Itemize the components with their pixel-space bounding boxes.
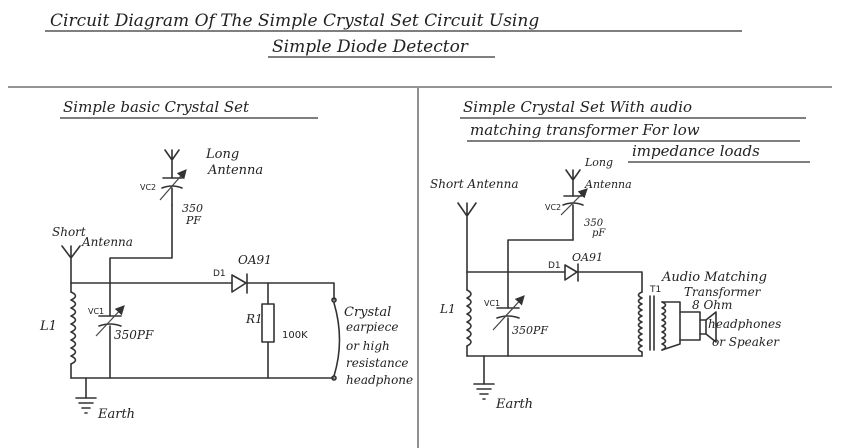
left-long-antenna-label-2: Antenna — [207, 163, 263, 178]
transformer-t1-icon — [637, 291, 667, 357]
left-heading: Simple basic Crystal Set — [63, 98, 250, 116]
right-output-note-1: headphones — [708, 317, 781, 331]
resistor-r1-icon — [261, 303, 275, 343]
right-vc2-label: VC2 — [545, 203, 561, 212]
left-vc2-value-1: 350 — [182, 202, 203, 215]
right-l1-label: L1 — [439, 302, 456, 316]
right-transformer-note-3: 8 Ohm — [692, 298, 732, 312]
right-vc2-value-1: 350 — [584, 218, 604, 229]
long-antenna-icon — [565, 169, 581, 197]
left-output-note-2: earpiece — [346, 320, 398, 334]
inductor-l1-icon — [70, 282, 77, 379]
right-diode-type: OA91 — [572, 251, 603, 264]
right-t1-label: T1 — [649, 285, 661, 295]
left-short-antenna-label-1: Short — [52, 225, 86, 239]
right-heading-3: impedance loads — [632, 142, 760, 160]
diode-d1-icon — [231, 273, 248, 294]
title-line-2: Simple Diode Detector — [272, 37, 469, 57]
diode-d1-icon — [564, 263, 579, 282]
right-short-antenna-label: Short Antenna — [430, 177, 518, 191]
short-antenna-icon — [61, 245, 81, 284]
right-heading-2: matching transformer For low — [470, 121, 700, 139]
right-long-antenna-label-1: Long — [584, 156, 613, 169]
left-r1-value: 100K — [282, 330, 308, 341]
variable-capacitor-vc2-icon — [159, 169, 187, 206]
left-vc2-value-2: PF — [185, 214, 201, 227]
left-output-note-5: headphone — [346, 373, 413, 387]
left-long-antenna-label-1: Long — [205, 147, 239, 162]
variable-capacitor-vc2-icon — [560, 188, 588, 241]
left-vc2-label: VC2 — [140, 183, 156, 192]
left-output-note-1: Crystal — [344, 305, 391, 320]
earpiece-icon — [331, 297, 341, 381]
right-output-note-2: or Speaker — [712, 335, 780, 349]
right-circuit: Simple Crystal Set With audio matching t… — [430, 98, 810, 412]
left-vc1-label: VC1 — [88, 307, 104, 316]
right-vc1-label: VC1 — [484, 299, 500, 308]
left-diode-type: OA91 — [238, 253, 272, 267]
title-line-1: Circuit Diagram Of The Simple Crystal Se… — [50, 11, 539, 31]
earth-ground-icon — [75, 377, 97, 414]
inductor-l1-icon — [466, 271, 472, 357]
earth-ground-icon — [473, 355, 495, 400]
right-vc1-value: 350PF — [512, 324, 548, 337]
short-antenna-icon — [457, 202, 477, 273]
left-diode-ref: D1 — [213, 269, 226, 279]
variable-capacitor-vc1-icon — [492, 295, 525, 331]
left-output-note-3: or high — [346, 339, 390, 353]
right-long-antenna-label-2: Antenna — [584, 178, 632, 191]
left-l1-label: L1 — [39, 319, 57, 334]
title-block: Circuit Diagram Of The Simple Crystal Se… — [45, 11, 742, 58]
right-transformer-note-1: Audio Matching — [661, 270, 767, 285]
left-r1-label: R1 — [245, 312, 263, 326]
left-circuit: Simple basic Crystal Set Long Antenna VC… — [39, 98, 413, 422]
right-vc2-value-2: pF — [592, 228, 606, 239]
left-short-antenna-label-2: Antenna — [81, 235, 133, 249]
right-earth-label: Earth — [495, 397, 533, 412]
variable-capacitor-vc1-icon — [95, 305, 125, 337]
long-antenna-icon — [164, 149, 180, 179]
right-diode-ref: D1 — [548, 261, 561, 271]
speaker-icon — [699, 311, 717, 343]
left-earth-label: Earth — [97, 407, 135, 422]
right-heading-1: Simple Crystal Set With audio — [463, 98, 692, 116]
left-output-note-4: resistance — [346, 356, 409, 370]
left-vc1-value: 350PF — [114, 328, 154, 342]
right-transformer-note-2: Transformer — [684, 285, 762, 299]
